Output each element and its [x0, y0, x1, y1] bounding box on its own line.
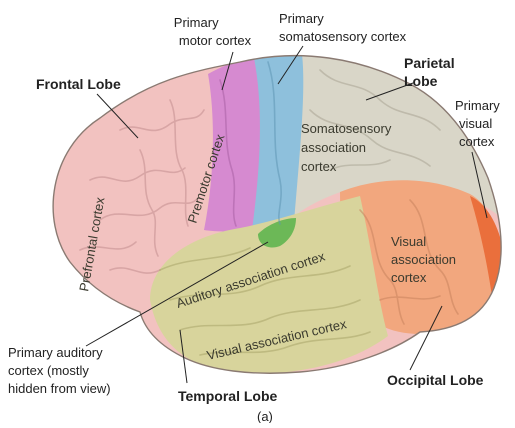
primary-auditory-line-1: Primary auditory	[8, 345, 103, 360]
primary-motor-cortex-line-1: Primary	[174, 15, 219, 30]
parietal-lobe-label: Parietal Lobe	[404, 55, 458, 89]
primary-auditory-cortex-label: Primary auditory cortex (mostly hidden f…	[8, 345, 111, 396]
somatosensory-association-line-3: cortex	[301, 159, 337, 174]
temporal-lobe-label: Temporal Lobe	[178, 388, 278, 404]
primary-somatosensory-cortex-label: Primary somatosensory cortex	[279, 11, 407, 44]
visual-association-occipital-line-3: cortex	[391, 270, 427, 285]
primary-somatosensory-line-2: somatosensory cortex	[279, 29, 407, 44]
occipital-lobe-label: Occipital Lobe	[387, 372, 484, 388]
primary-somatosensory-line-1: Primary	[279, 11, 324, 26]
primary-auditory-line-2: cortex (mostly	[8, 363, 89, 378]
figure-caption: (a)	[257, 409, 273, 423]
visual-association-occipital-line-2: association	[391, 252, 456, 267]
somatosensory-association-line-1: Somatosensory	[301, 121, 392, 136]
parietal-lobe-line-2: Lobe	[404, 73, 438, 89]
primary-visual-line-1: Primary	[455, 98, 500, 113]
somatosensory-association-line-2: association	[301, 140, 366, 155]
primary-auditory-line-3: hidden from view)	[8, 381, 111, 396]
primary-visual-line-3: cortex	[459, 134, 495, 149]
primary-motor-cortex-label: Primary motor cortex	[174, 15, 252, 48]
primary-visual-line-2: visual	[459, 116, 492, 131]
primary-motor-cortex-line-2: motor cortex	[179, 33, 252, 48]
parietal-lobe-line-1: Parietal	[404, 55, 455, 71]
primary-visual-cortex-label: Primary visual cortex	[455, 98, 503, 149]
frontal-lobe-label: Frontal Lobe	[36, 76, 121, 92]
visual-association-occipital-line-1: Visual	[391, 234, 426, 249]
